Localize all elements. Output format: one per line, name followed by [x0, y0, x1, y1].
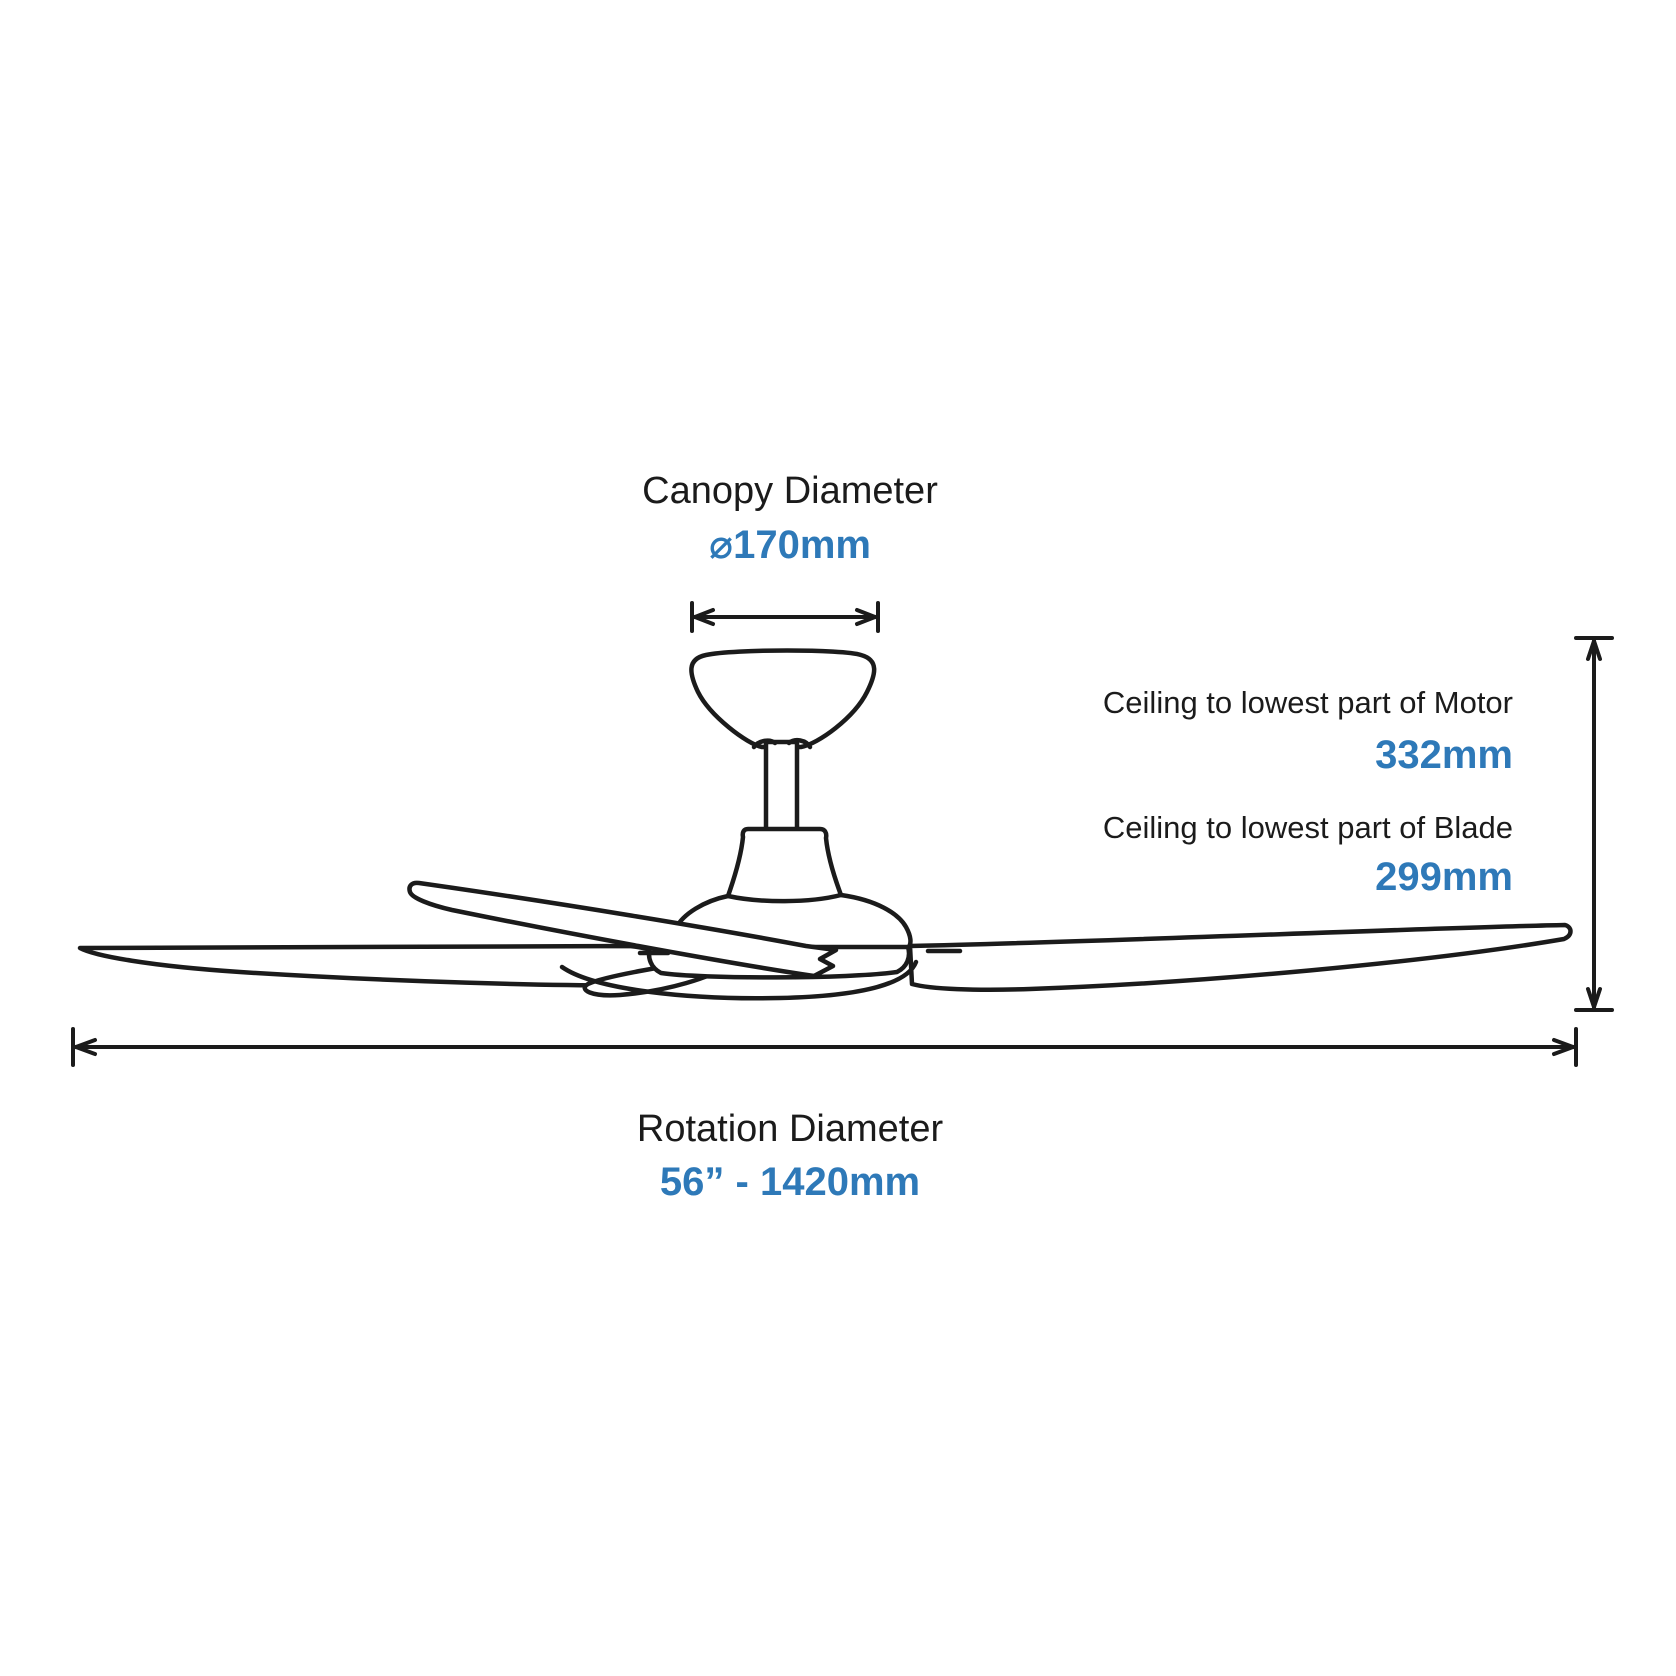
- fan-drawing: [77, 648, 1573, 1001]
- fan-blade-right: [907, 922, 1573, 993]
- fan-downrod-collar: [751, 737, 813, 750]
- ceiling-to-motor-label: Ceiling to lowest part of Motor: [1102, 685, 1513, 720]
- fan-bottom-dome: [559, 959, 919, 1001]
- fan-downrod: [763, 739, 800, 833]
- rotation-diameter-label: Rotation Diameter: [636, 1108, 944, 1150]
- ceiling-to-motor-value: 332mm: [1375, 733, 1513, 777]
- rotation-dimension-arrow: [71, 1027, 1578, 1067]
- height-dimension-arrow: [1574, 636, 1614, 1012]
- ceiling-to-blade-label: Ceiling to lowest part of Blade: [1102, 810, 1513, 845]
- fan-blade-front: [407, 880, 839, 979]
- fan-blade-left: [77, 943, 671, 988]
- fan-motor-shoulder-line: [725, 892, 844, 904]
- canopy-diameter-value: ⌀170mm: [709, 523, 871, 567]
- fan-canopy: [689, 648, 877, 750]
- canopy-dimension-arrow: [690, 601, 880, 633]
- canopy-diameter-label: Canopy Diameter: [642, 470, 938, 512]
- rotation-diameter-value: 56” - 1420mm: [659, 1160, 921, 1204]
- ceiling-to-blade-value: 299mm: [1375, 855, 1513, 899]
